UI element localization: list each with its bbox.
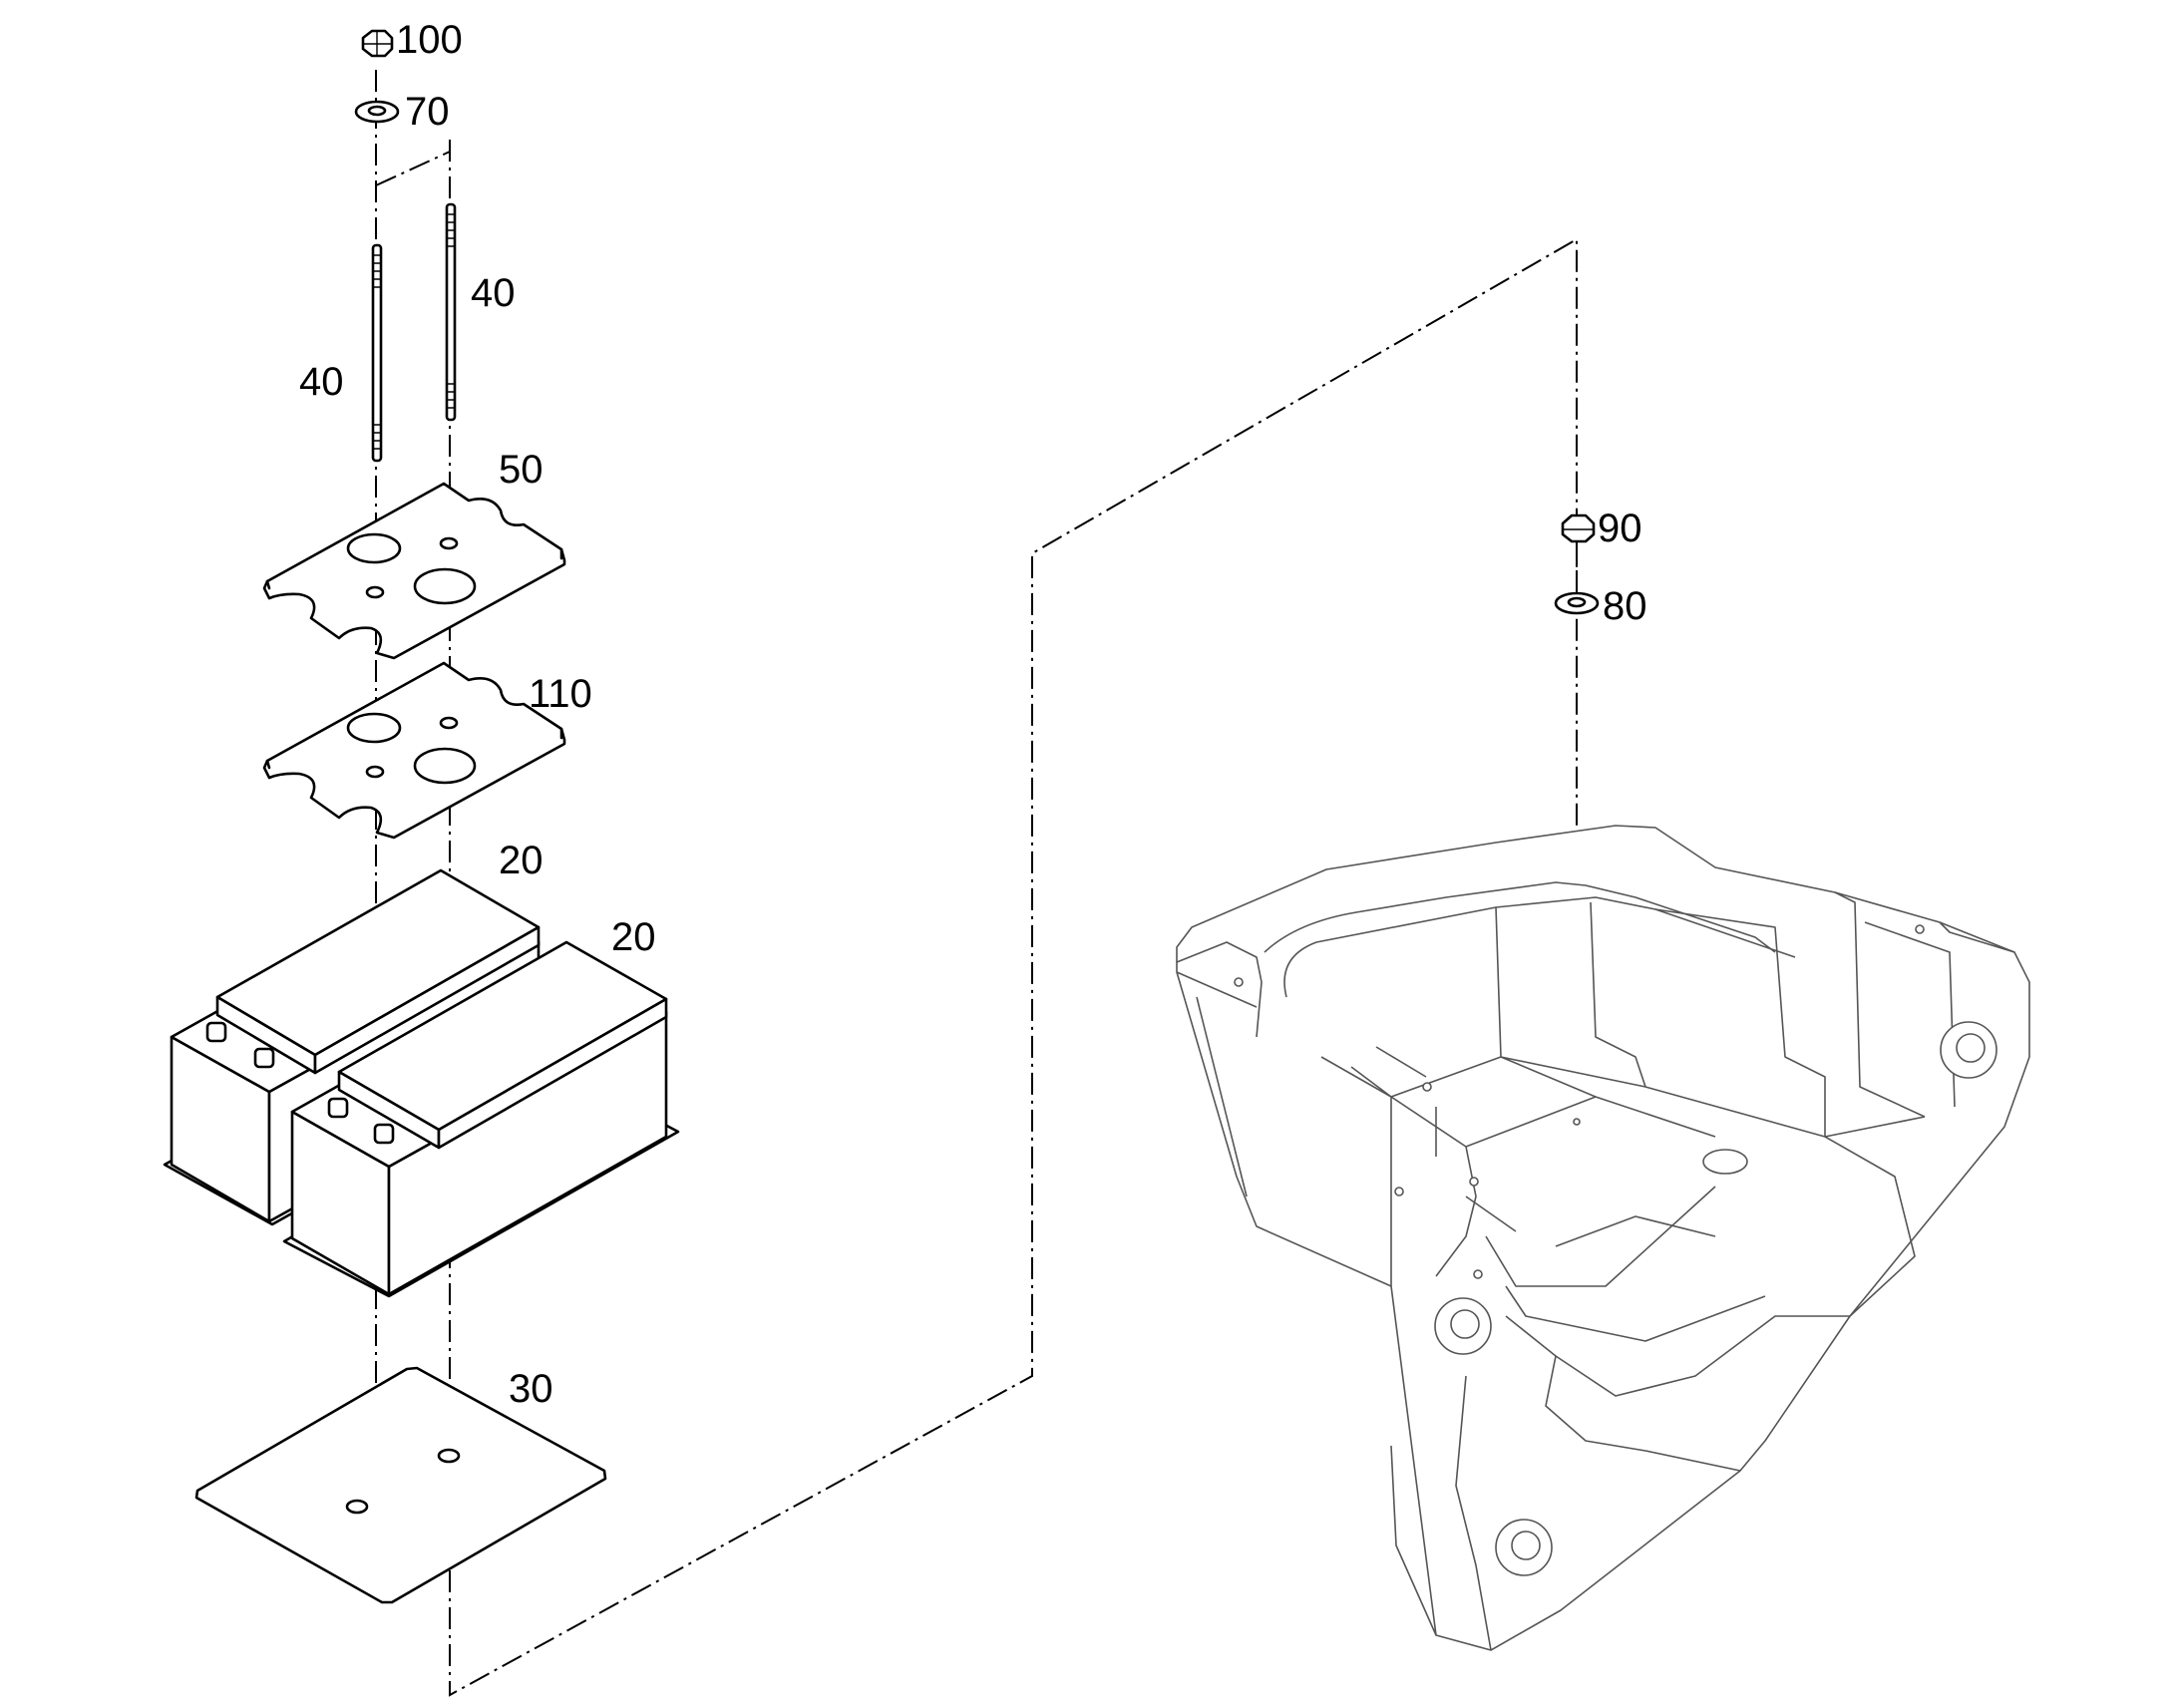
clamp-plate-110 [262, 661, 566, 840]
base-plate-30 [194, 1366, 607, 1604]
callout-nut-100: 100 [396, 18, 463, 62]
callout-plate-110: 110 [529, 672, 592, 716]
callout-plate-50: 50 [499, 448, 544, 492]
nut-90 [1561, 513, 1596, 543]
clamp-plate-50 [262, 482, 566, 660]
battery-terminals-rear [205, 1021, 275, 1069]
stud-40-right [445, 202, 457, 422]
callout-stud-40-left: 40 [299, 360, 344, 404]
battery-box-frame [1176, 825, 2030, 1651]
frame-holes [1234, 924, 1925, 1279]
callout-labels: 100 70 40 40 50 110 20 20 30 90 80 [299, 18, 1647, 1411]
nut-100 [361, 29, 394, 58]
washer-80 [1554, 591, 1600, 615]
callout-nut-90: 90 [1598, 507, 1642, 550]
battery-20-front [282, 940, 680, 1298]
washer-70 [354, 100, 400, 124]
callout-washer-80: 80 [1603, 584, 1647, 628]
callout-washer-70: 70 [405, 90, 450, 134]
callout-stud-40-right: 40 [471, 271, 516, 315]
battery-terminals-front [327, 1097, 395, 1145]
callout-battery-20-rear: 20 [499, 839, 544, 882]
frame-bosses [1434, 1021, 1998, 1576]
callout-battery-20-front: 20 [611, 915, 656, 959]
callout-base-plate-30: 30 [509, 1367, 553, 1411]
stud-40-left [371, 243, 383, 463]
